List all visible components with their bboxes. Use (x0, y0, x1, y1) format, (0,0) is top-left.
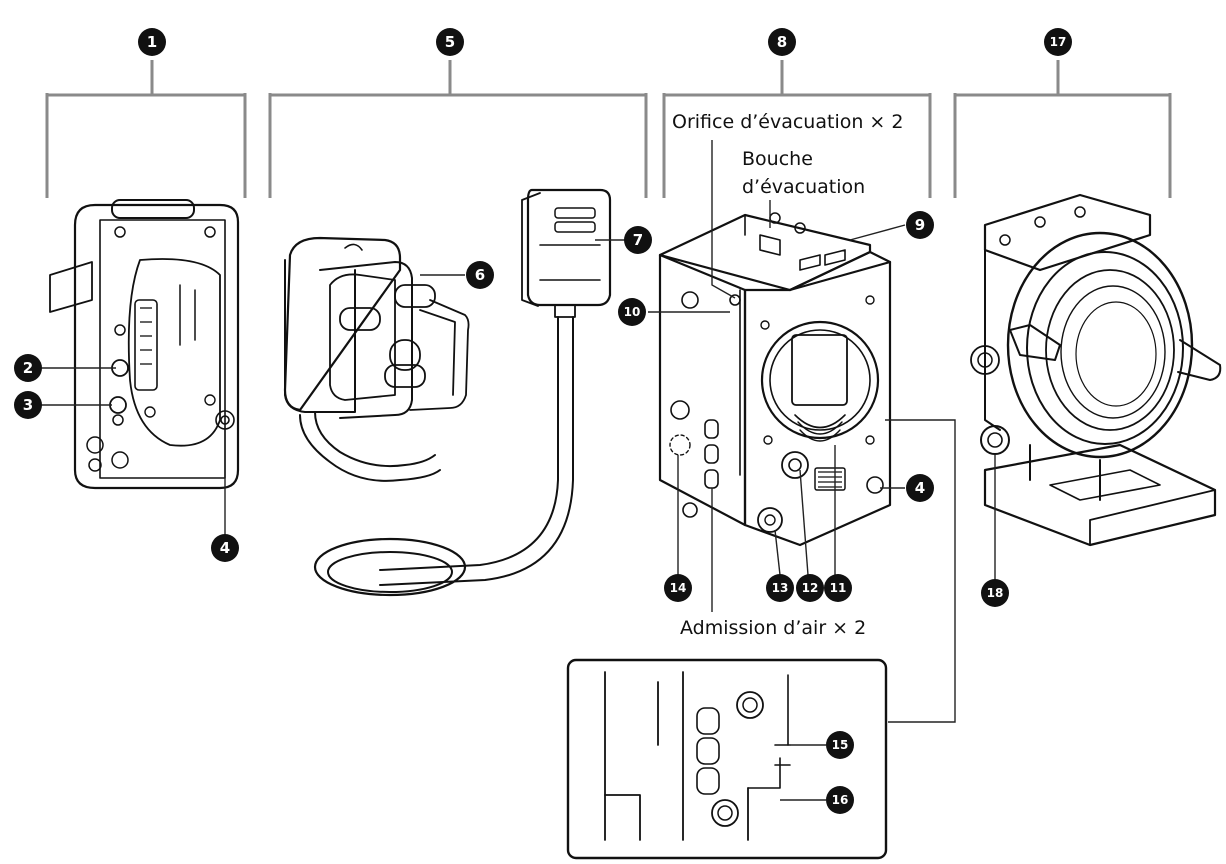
label-air-intake: Admission d’air × 2 (680, 617, 866, 639)
svg-text:18: 18 (987, 586, 1004, 600)
part-connector-cable (299, 188, 612, 597)
callout-6: 6 (466, 261, 494, 289)
callout-11: 11 (824, 574, 852, 602)
callout-4b: 4 (906, 474, 934, 502)
callout-18: 18 (981, 579, 1009, 607)
callout-10: 10 (618, 298, 646, 326)
callout-8: 8 (768, 28, 796, 56)
svg-text:1: 1 (147, 33, 157, 51)
svg-text:11: 11 (830, 581, 847, 595)
svg-text:15: 15 (832, 738, 849, 752)
callout-9: 9 (906, 211, 934, 239)
leader-12 (799, 469, 809, 576)
inset-detail (566, 658, 888, 860)
svg-text:16: 16 (832, 793, 849, 807)
callout-4a: 4 (211, 534, 239, 562)
svg-text:13: 13 (772, 581, 789, 595)
bracket-5 (268, 60, 648, 198)
callout-13: 13 (766, 574, 794, 602)
svg-text:14: 14 (670, 581, 687, 595)
leader-inset (885, 419, 956, 723)
callout-3: 3 (14, 391, 42, 419)
svg-text:4: 4 (220, 539, 230, 557)
svg-text:10: 10 (624, 305, 641, 319)
callout-15: 15 (826, 731, 854, 759)
svg-text:7: 7 (633, 231, 643, 249)
bracket-17 (953, 60, 1172, 198)
svg-text:6: 6 (475, 266, 485, 284)
label-exhaust-vent-line1: Bouche (742, 148, 813, 170)
leader-9 (849, 224, 906, 241)
group-callouts: 1 2 3 4 4 5 6 7 8 9 10 11 12 13 14 15 16… (14, 28, 1072, 814)
svg-text:4: 4 (915, 479, 925, 497)
group-leader-lines (40, 140, 996, 801)
svg-text:2: 2 (23, 359, 33, 377)
part-camera-body (658, 212, 892, 547)
group-brackets (45, 60, 1172, 198)
leader-exhaust-port (711, 140, 736, 299)
svg-text:5: 5 (445, 33, 455, 51)
bracket-1 (45, 60, 247, 198)
label-exhaust-vent-line2: d’évacuation (742, 176, 865, 198)
callout-12: 12 (796, 574, 824, 602)
svg-text:17: 17 (1050, 35, 1067, 49)
svg-text:8: 8 (777, 33, 787, 51)
svg-text:9: 9 (915, 216, 925, 234)
leader-13 (774, 529, 781, 576)
label-exhaust-port: Orifice d’évacuation × 2 (672, 111, 903, 133)
part-adapter (283, 236, 470, 419)
callout-2: 2 (14, 354, 42, 382)
part-mount-plate (49, 199, 240, 490)
part-lens-adapter (970, 193, 1222, 547)
svg-text:12: 12 (802, 581, 819, 595)
callout-5: 5 (436, 28, 464, 56)
bracket-8 (662, 60, 932, 198)
callout-17: 17 (1044, 28, 1072, 56)
callout-1: 1 (138, 28, 166, 56)
callout-16: 16 (826, 786, 854, 814)
svg-text:3: 3 (23, 396, 33, 414)
callout-14: 14 (664, 574, 692, 602)
group-text-labels: Orifice d’évacuation × 2 Bouche d’évacua… (672, 111, 903, 639)
callout-7: 7 (624, 226, 652, 254)
